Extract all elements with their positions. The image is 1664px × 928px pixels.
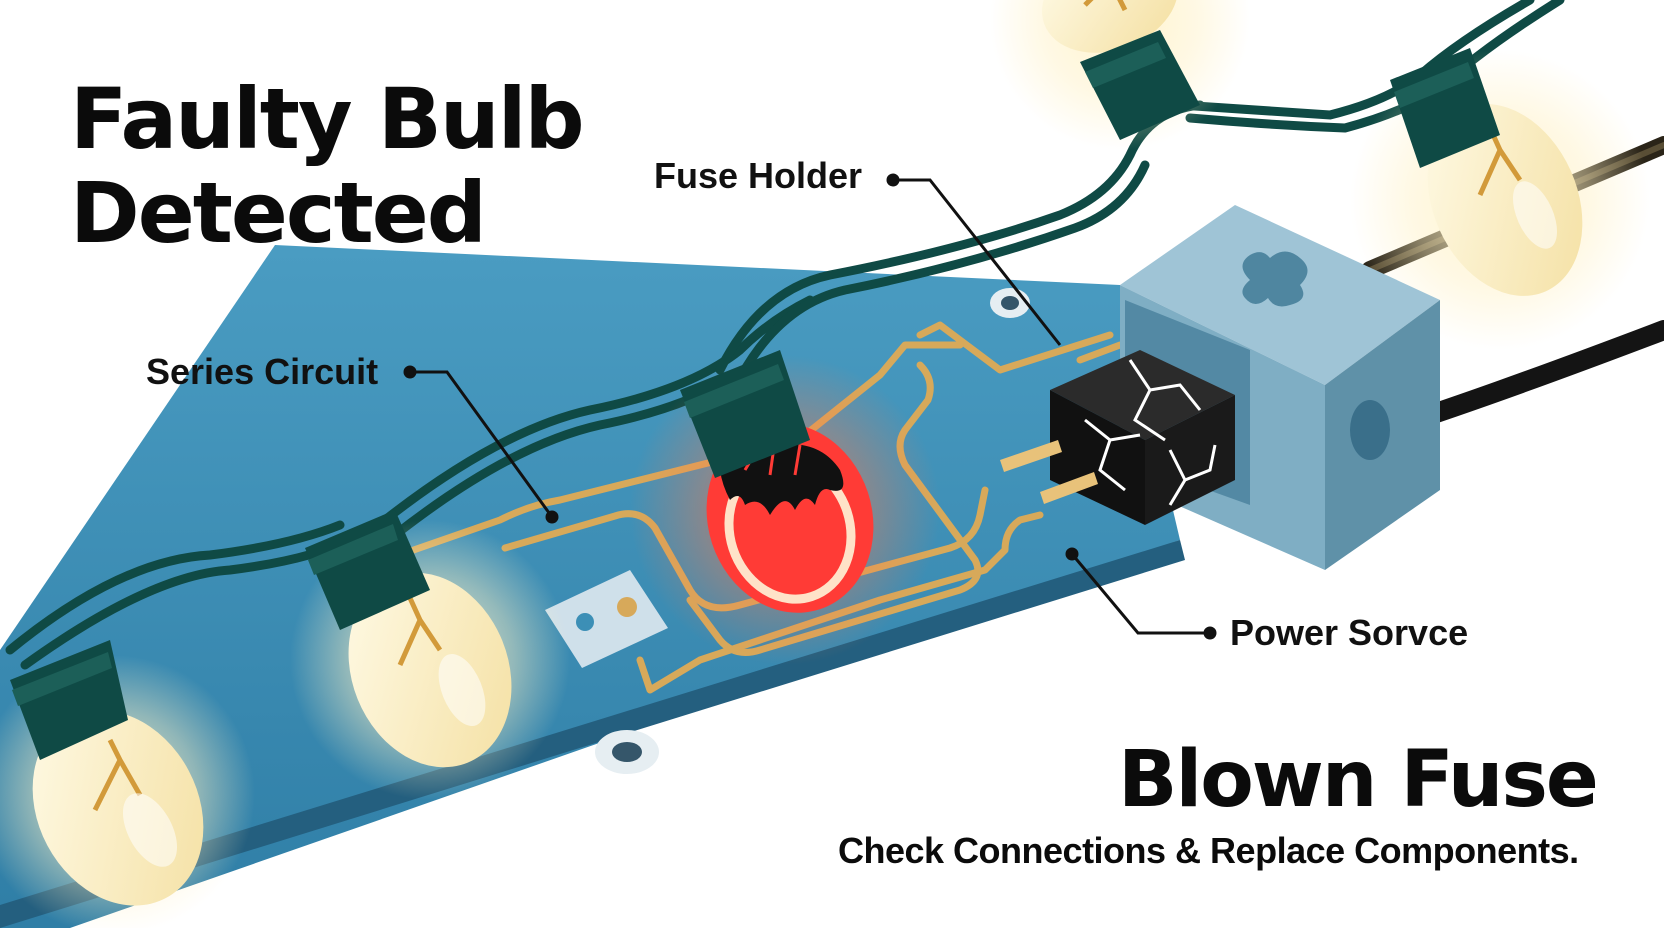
caption-instructions: Check Connections & Replace Components. — [838, 830, 1579, 871]
lit-bulb-icon — [1042, 0, 1200, 140]
lit-bulb-icon — [1390, 48, 1583, 296]
callout-power-source: Power Sorvce — [1230, 612, 1469, 653]
faulty-bulb-icon — [680, 350, 874, 613]
lit-bulb-icon — [10, 640, 204, 906]
light-string-wires — [5, 0, 1565, 670]
component-pad — [545, 570, 668, 668]
headline-line-1: Faulty Bulb — [70, 70, 585, 168]
subtitle-blown-fuse: Blown Fuse — [1118, 735, 1599, 825]
blown-fuse-icon — [1000, 350, 1235, 525]
headline-line-2: Detected — [70, 164, 487, 262]
headline-title: Faulty Bulb Detected — [70, 72, 690, 260]
callout-leaders — [403, 173, 1217, 640]
lit-bulb-icon — [305, 510, 512, 768]
callout-fuse-holder: Fuse Holder — [654, 155, 863, 196]
callout-series-circuit: Series Circuit — [146, 351, 379, 392]
